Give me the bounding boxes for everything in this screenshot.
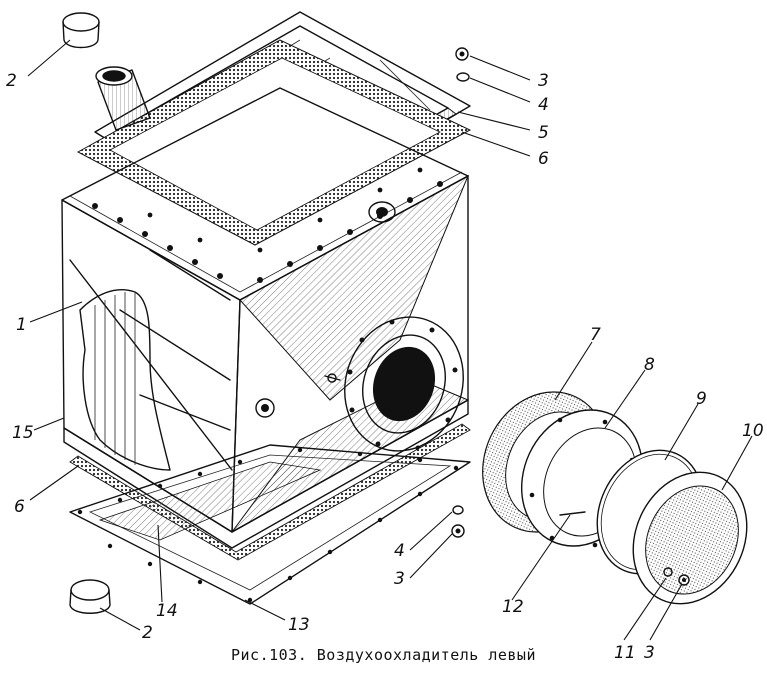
bottom-gasket bbox=[69, 423, 471, 561]
cover-plate-10 bbox=[632, 471, 748, 605]
callout-9: 9 bbox=[696, 389, 707, 409]
callout-10: 10 bbox=[742, 421, 764, 441]
bottom-tray bbox=[69, 444, 471, 605]
callout-15: 15 bbox=[12, 423, 34, 443]
callout-2-top: 2 bbox=[6, 71, 17, 91]
callout-7: 7 bbox=[590, 325, 601, 345]
leader-lines bbox=[27, 39, 753, 641]
callout-4-top: 4 bbox=[538, 95, 549, 115]
figure-caption: Рис.103. Воздухоохладитель левый bbox=[231, 646, 536, 664]
callout-3-ring: 3 bbox=[644, 643, 655, 663]
callout-8: 8 bbox=[644, 355, 655, 375]
callout-12: 12 bbox=[502, 597, 524, 617]
cooler-body bbox=[61, 66, 470, 549]
callout-6-bottom: 6 bbox=[14, 497, 25, 517]
nut-washer-bottom bbox=[451, 505, 465, 538]
callout-3-top: 3 bbox=[538, 71, 549, 91]
callout-3-bottom: 3 bbox=[394, 569, 405, 589]
callout-13: 13 bbox=[288, 615, 310, 635]
callout-1: 1 bbox=[16, 315, 27, 335]
callout-5: 5 bbox=[538, 123, 549, 143]
outlet-flange bbox=[324, 316, 464, 452]
callout-6-top: 6 bbox=[538, 149, 549, 169]
callouts: 2 3 4 5 6 1 15 6 7 8 9 10 4 3 12 14 13 2… bbox=[6, 71, 764, 663]
callout-11: 11 bbox=[614, 643, 636, 663]
nut-washer-top bbox=[455, 47, 470, 82]
cap-top bbox=[62, 12, 100, 49]
callout-14: 14 bbox=[156, 601, 178, 621]
cap-bottom bbox=[69, 579, 111, 614]
callout-2-bottom: 2 bbox=[142, 623, 153, 643]
callout-4-bottom: 4 bbox=[394, 541, 405, 561]
